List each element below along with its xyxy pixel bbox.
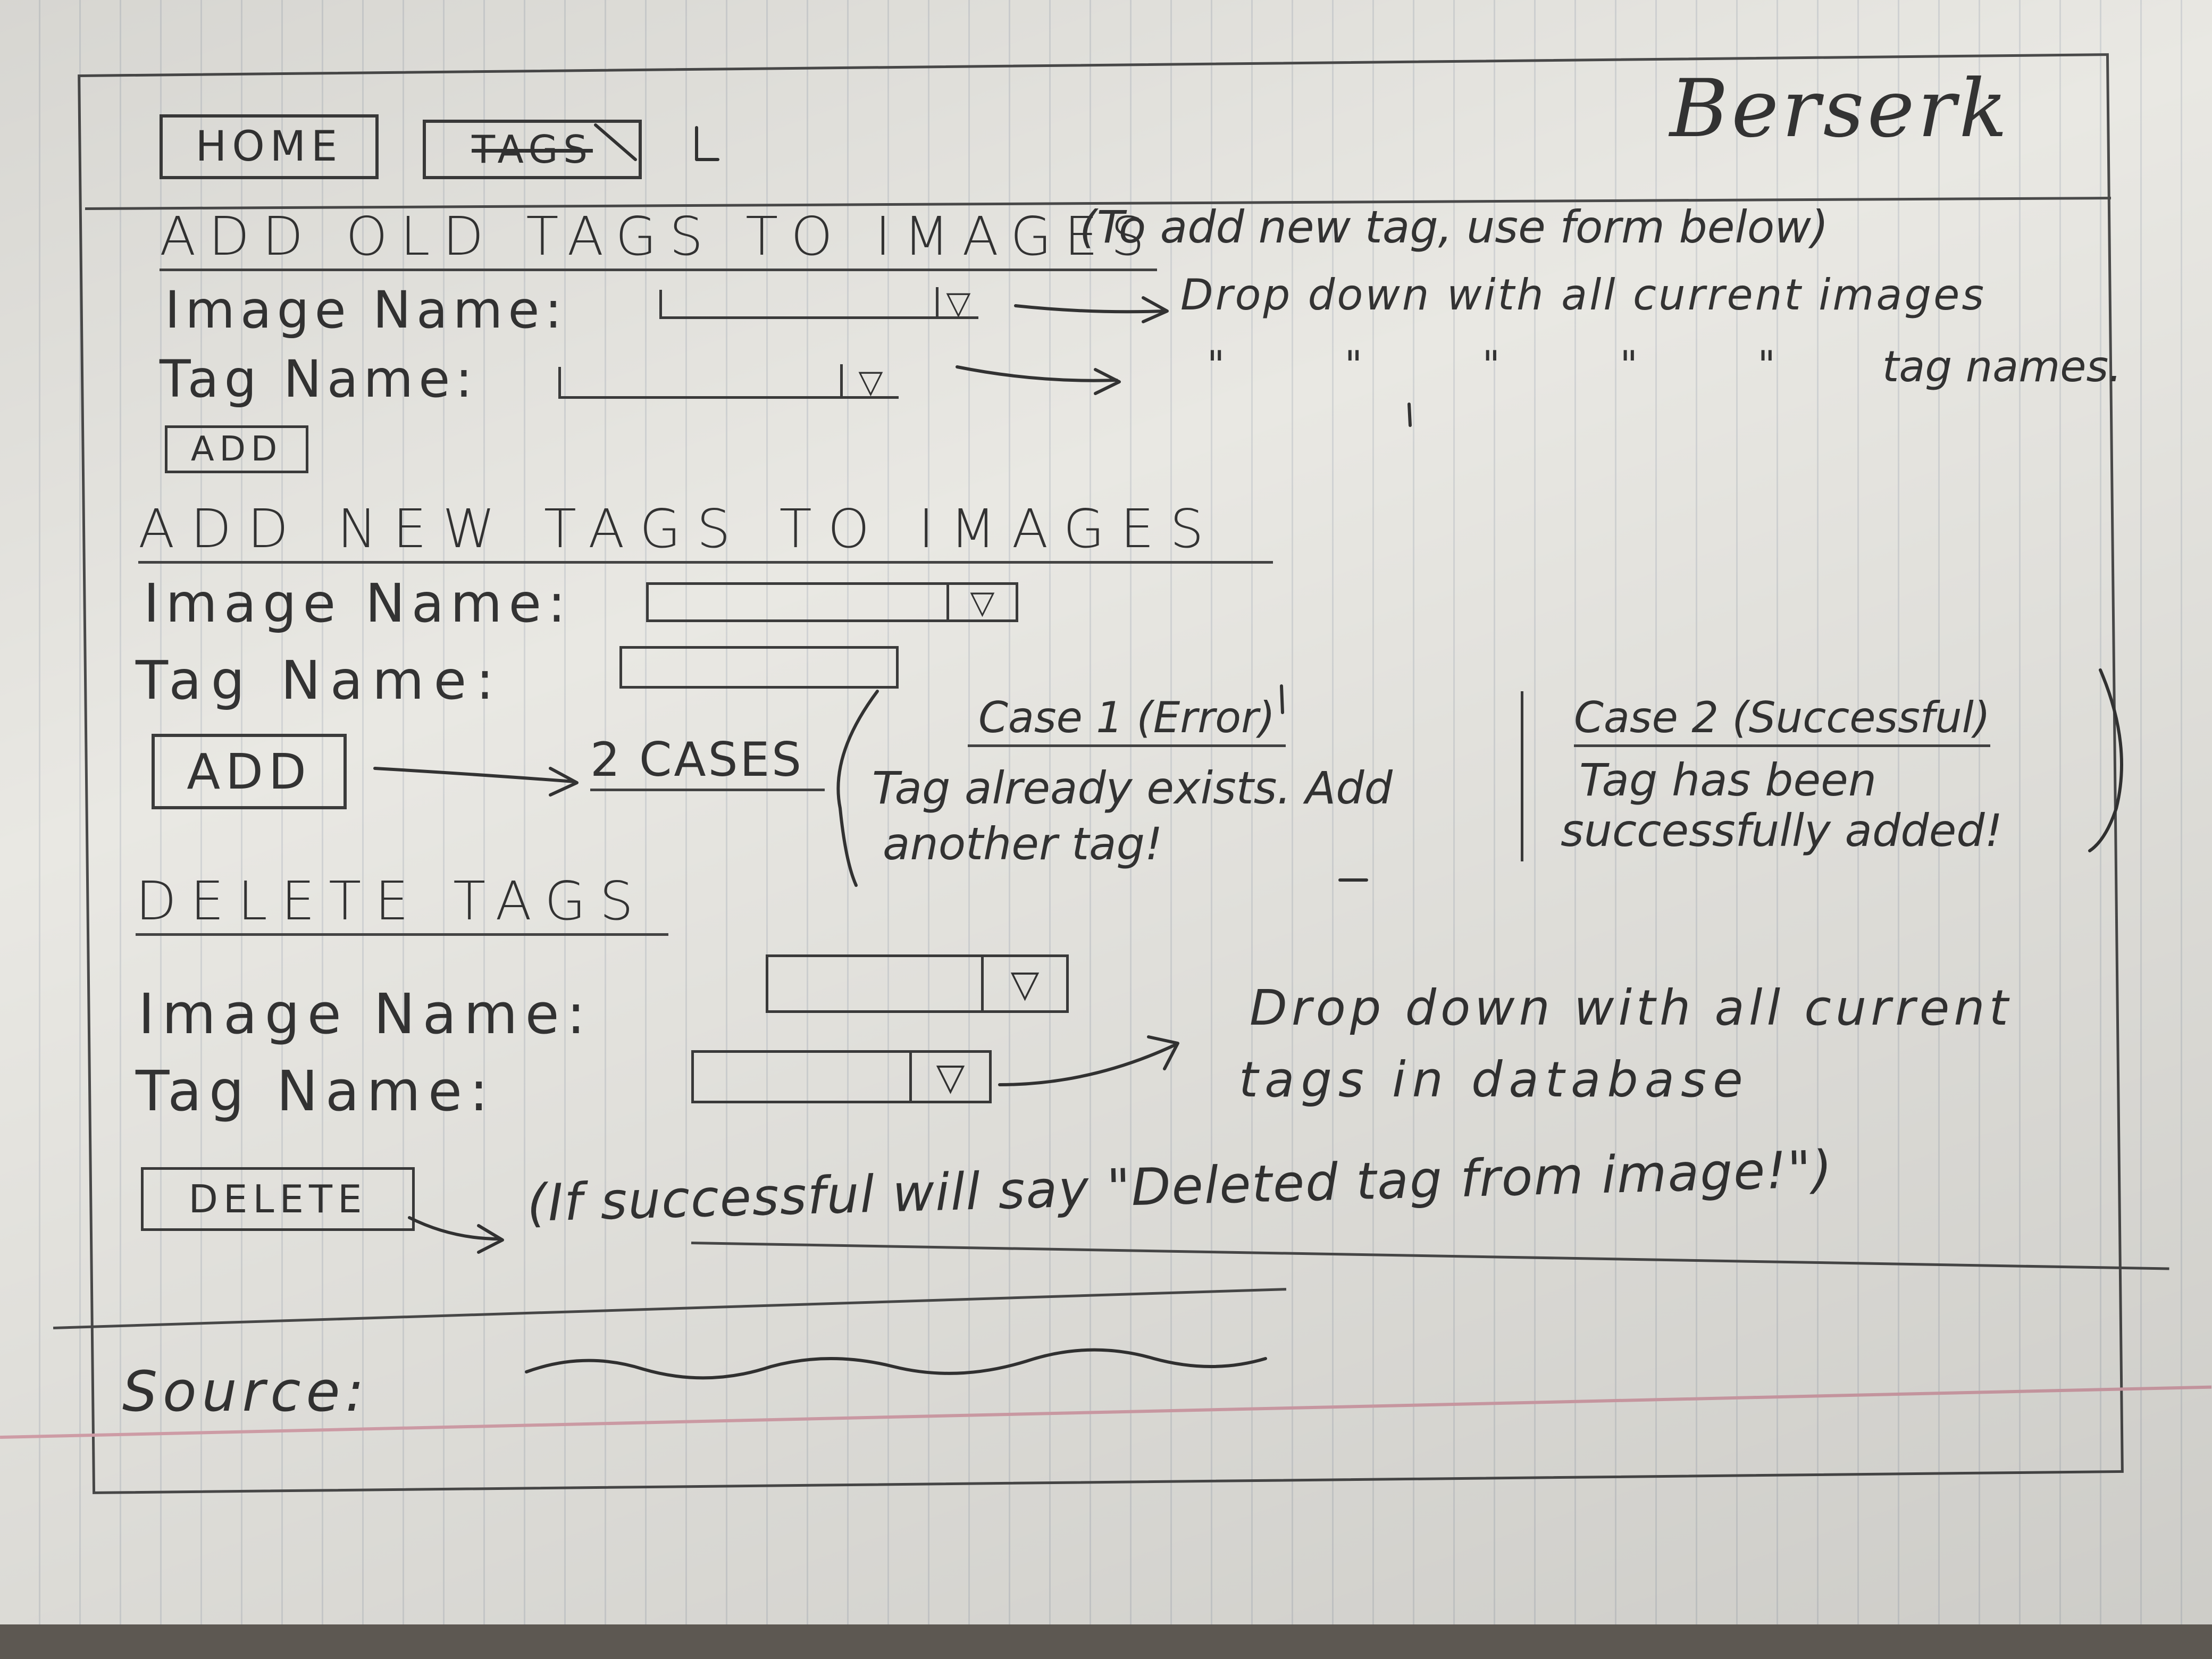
new-image-dropdown[interactable]: ▽ <box>646 582 1018 622</box>
left-brace-icon <box>836 690 879 887</box>
arrow-icon <box>373 767 576 783</box>
new-tag-input[interactable] <box>619 646 899 689</box>
source-squiggle <box>525 1348 1267 1380</box>
stray-mark <box>1280 684 1284 714</box>
delete-tag-dropdown[interactable]: ▽ <box>691 1050 992 1103</box>
old-tag-label: Tag Name: <box>160 349 478 409</box>
case1-text-line2: another tag! <box>883 818 1163 870</box>
arrow-icon <box>408 1216 501 1241</box>
tags-button[interactable]: TAGS <box>423 120 642 179</box>
case1-text-line1: Tag already exists. Add <box>872 762 1393 814</box>
case2-text-line2: successfully added! <box>1561 805 2003 857</box>
stray-mark <box>1407 403 1412 427</box>
case1-title: Case 1 (Error) <box>968 697 1286 747</box>
old-add-button-label: ADD <box>190 430 283 469</box>
old-image-dropdown-glyph: ▽ <box>946 284 971 322</box>
old-tag-annotation-ditto: " " " " " <box>1207 342 1807 387</box>
chevron-down-icon[interactable]: ▽ <box>981 954 1066 1013</box>
section-delete-title: DELETE TAGS <box>136 875 669 936</box>
old-image-label: Image Name: <box>165 280 567 340</box>
old-tag-dropdown-glyph: ▽ <box>858 363 883 400</box>
chevron-down-icon[interactable]: ▽ <box>946 582 1016 622</box>
new-add-button-label: ADD <box>187 743 312 800</box>
new-tag-label: Tag Name: <box>136 649 504 711</box>
brand-name: Berserk <box>1670 63 2011 155</box>
delete-image-dropdown[interactable]: ▽ <box>766 954 1069 1013</box>
chevron-down-icon[interactable]: ▽ <box>909 1050 989 1103</box>
arrow-head-icon <box>477 1224 504 1254</box>
stray-mark <box>594 123 637 161</box>
case2-title: Case 2 (Successful) <box>1574 697 1991 747</box>
tags-button-label: TAGS <box>472 127 593 172</box>
old-image-dropdown[interactable]: ▽ <box>659 284 978 322</box>
desk-surface <box>0 1624 2212 1659</box>
right-brace-icon <box>2088 668 2123 852</box>
new-image-dropdown-glyph: ▽ <box>970 583 995 621</box>
arrow-icon <box>956 365 1118 382</box>
delete-annotation-line2: tags in database <box>1239 1051 1749 1108</box>
delete-image-label: Image Name: <box>138 982 593 1046</box>
arrow-icon <box>1014 304 1166 314</box>
old-add-button[interactable]: ADD <box>165 425 308 473</box>
new-image-label: Image Name: <box>144 572 572 634</box>
new-add-button[interactable]: ADD <box>152 734 347 809</box>
arrow-head-icon <box>1094 368 1121 395</box>
section-old-title: ADD OLD TAGS TO IMAGES <box>160 210 1158 271</box>
delete-tag-label: Tag Name: <box>136 1059 496 1124</box>
delete-annotation-line1: Drop down with all current <box>1250 979 2013 1036</box>
arrow-head-icon <box>549 767 579 797</box>
chevron-down-icon[interactable]: ▽ <box>936 284 978 322</box>
chevron-down-icon[interactable]: ▽ <box>840 363 899 400</box>
delete-button[interactable]: DELETE <box>141 1167 415 1231</box>
arrow-head-icon <box>1142 296 1169 323</box>
delete-tag-dropdown-glyph: ▽ <box>936 1055 965 1099</box>
old-tag-dropdown[interactable]: ▽ <box>558 363 899 400</box>
section-new-title: ADD NEW TAGS TO IMAGES <box>138 502 1273 564</box>
source-label: Source: <box>122 1359 370 1424</box>
case-divider <box>1521 691 1523 861</box>
section-old-note: (To add new tag, use form below) <box>1079 201 1829 253</box>
delete-image-dropdown-glyph: ▽ <box>1010 962 1040 1006</box>
stray-mark <box>695 126 719 161</box>
home-button-label: HOME <box>195 123 343 171</box>
delete-button-label: DELETE <box>188 1177 367 1221</box>
home-button[interactable]: HOME <box>160 114 379 179</box>
case2-text-line1: Tag has been <box>1579 754 1877 806</box>
cases-label: 2 CASES <box>590 736 825 791</box>
arrow-icon <box>998 1043 1177 1086</box>
old-tag-annotation-end: tag names. <box>1882 342 2122 391</box>
arrow-head-icon <box>1147 1035 1179 1070</box>
old-image-annotation: Drop down with all current images <box>1180 270 1987 320</box>
